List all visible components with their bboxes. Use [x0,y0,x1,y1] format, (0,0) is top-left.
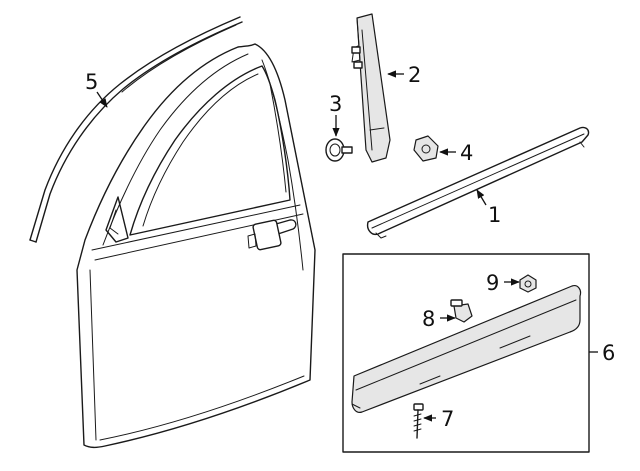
callout-5: 5 [85,70,98,94]
callout-9: 9 [486,271,499,295]
part-6-side-molding [351,285,582,413]
part-2-pillar-applique [351,13,391,163]
part-4-clip [413,135,439,162]
part-1-door-molding [366,126,590,239]
door-shell [76,43,316,449]
leader-5 [96,91,108,108]
part-7-stud [413,403,424,439]
callout-3: 3 [329,92,342,116]
part-3-fastener [325,138,353,162]
part-6-group-box [342,253,590,453]
callout-8: 8 [422,307,435,331]
leader-lines [96,70,598,422]
callout-labels: 1 2 3 4 5 6 7 8 9 [85,63,615,431]
leader-1 [476,189,487,206]
part-5-upper-molding [29,16,243,243]
callout-2: 2 [408,63,421,87]
callout-7: 7 [441,407,454,431]
callout-1: 1 [488,203,501,227]
part-9-nut [519,274,537,293]
part-8-clip [450,299,473,323]
callout-6: 6 [602,341,615,365]
callout-4: 4 [460,141,473,165]
